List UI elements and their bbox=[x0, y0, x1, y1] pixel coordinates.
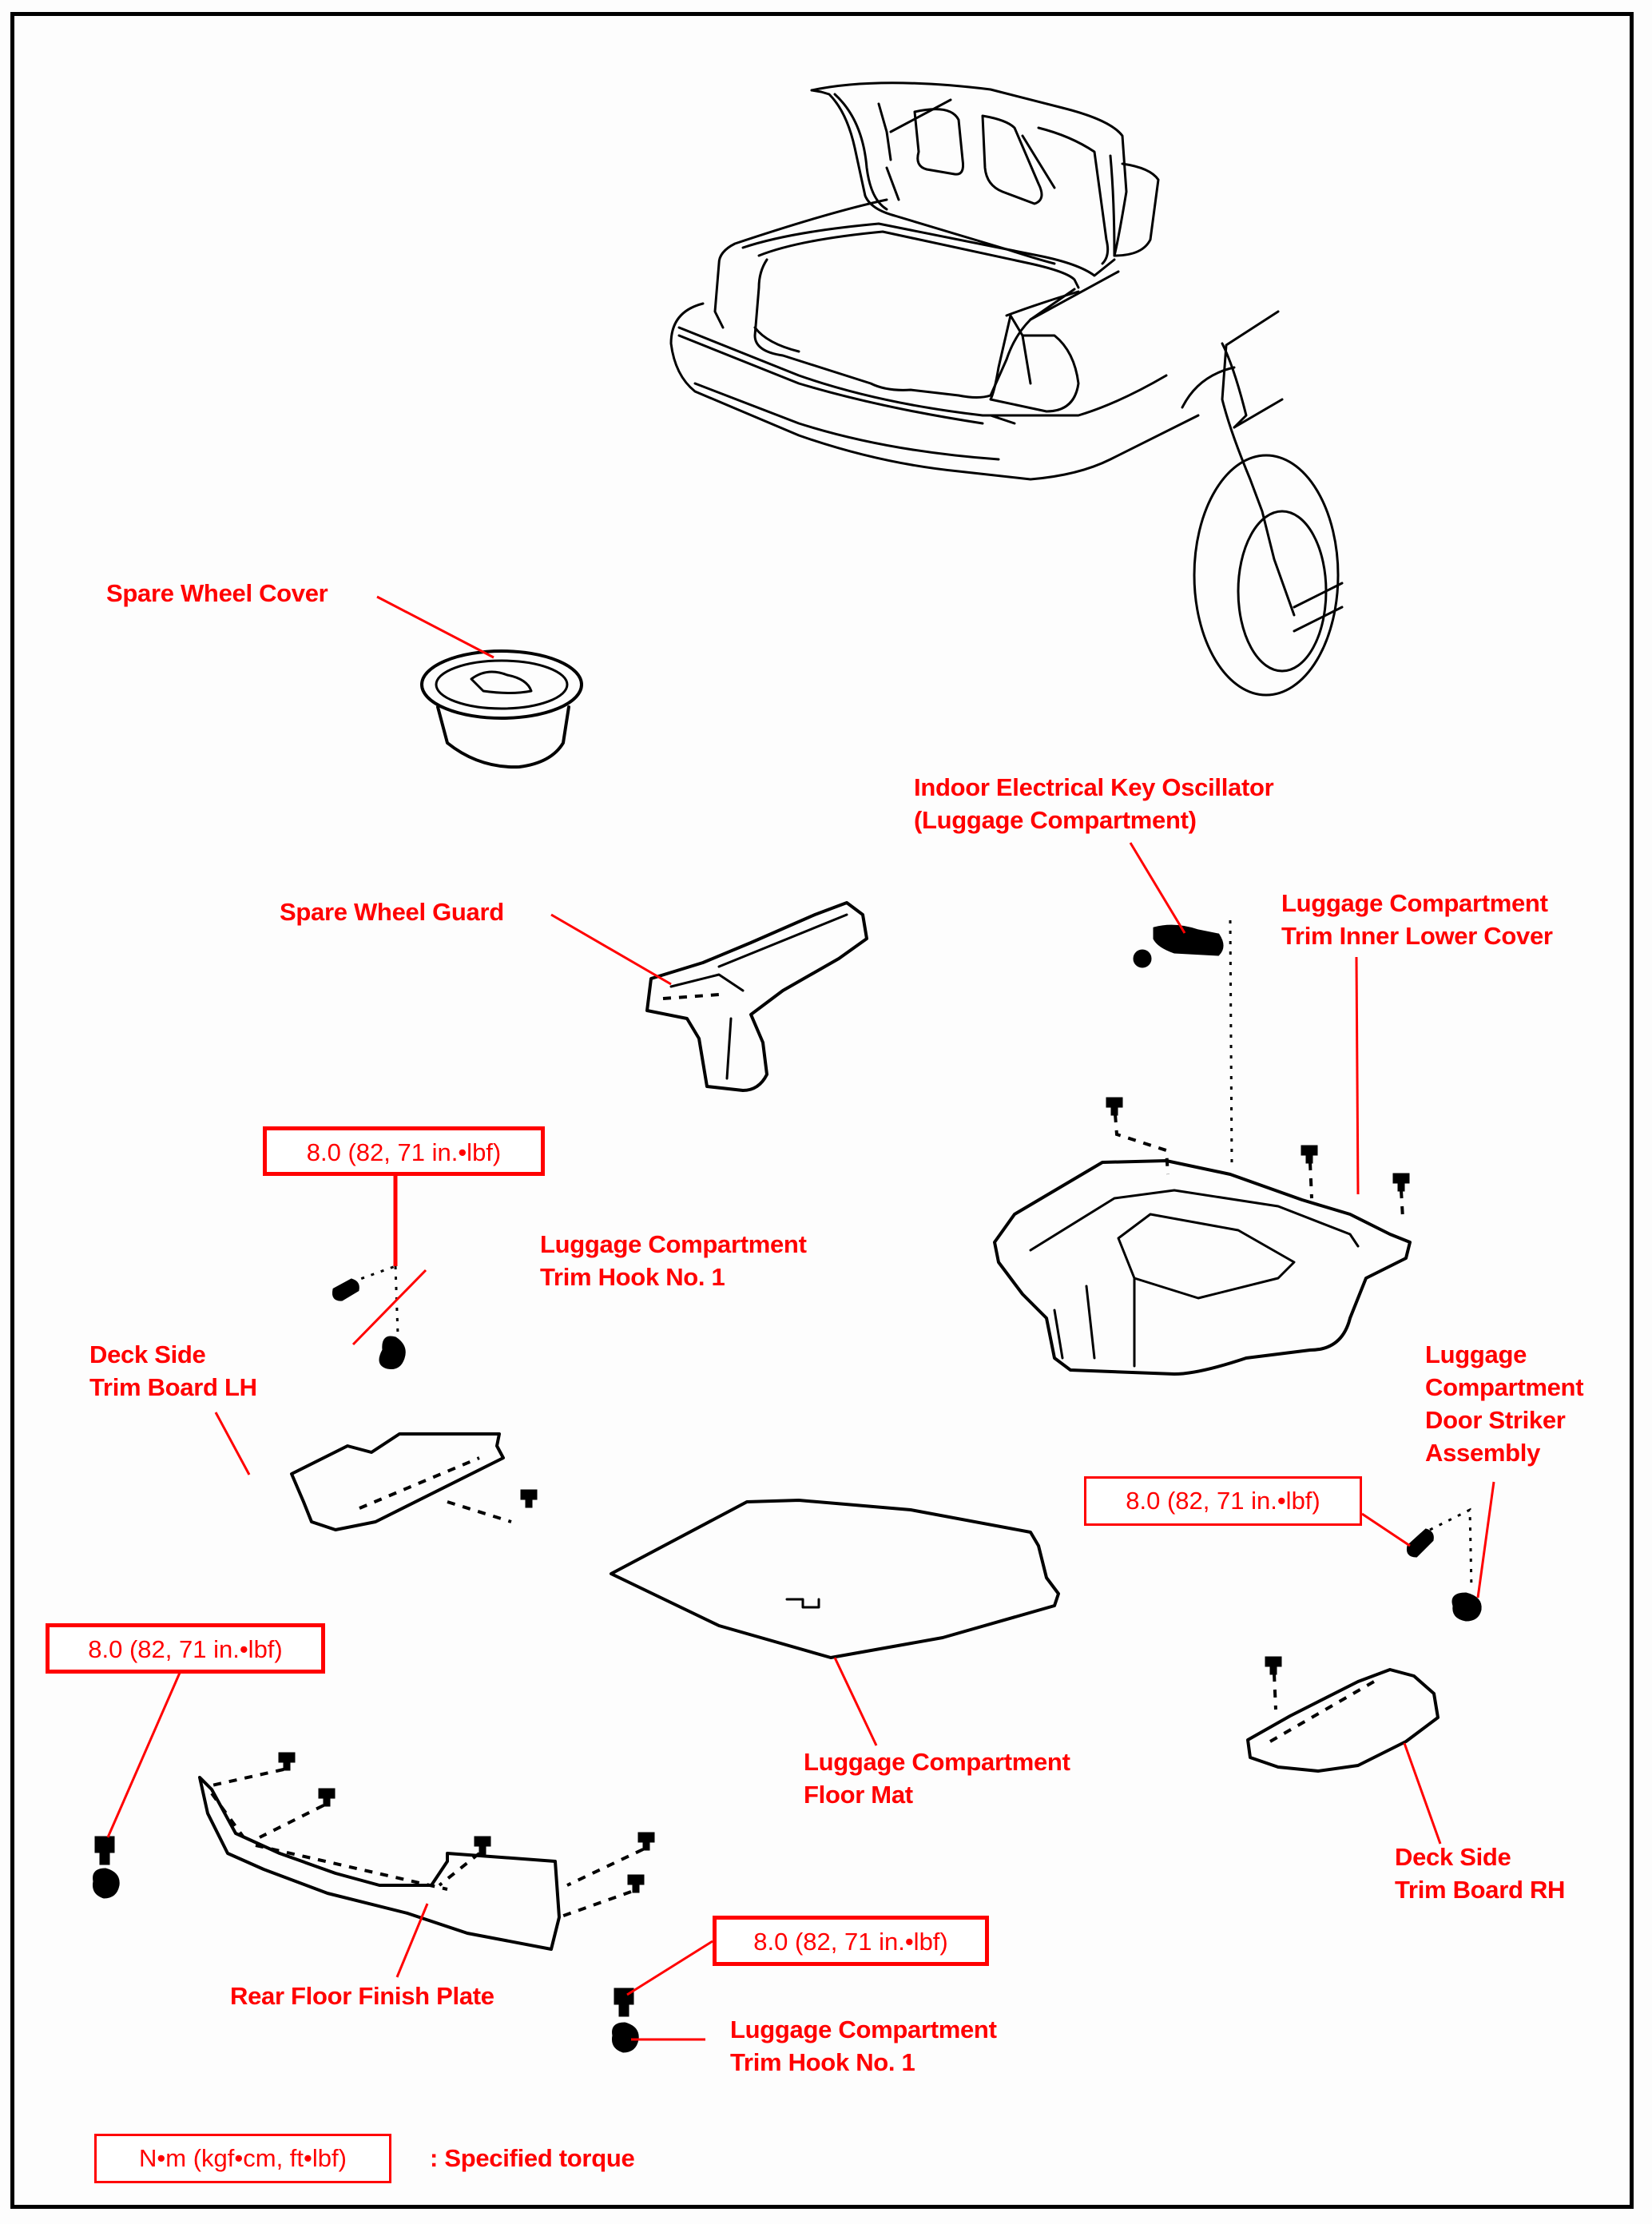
label-line: Trim Hook No. 1 bbox=[540, 1263, 725, 1291]
label-line: Deck Side bbox=[89, 1340, 206, 1368]
label-line: Indoor Electrical Key Oscillator bbox=[914, 773, 1274, 801]
leader-lines bbox=[106, 595, 1495, 2041]
label-line: Trim Board RH bbox=[1395, 1876, 1566, 1904]
trim-inner-lower-cover-illustration bbox=[993, 1097, 1412, 1376]
label-spare-wheel-guard: Spare Wheel Guard bbox=[280, 898, 504, 926]
leader-deck-side-rh bbox=[1403, 1742, 1442, 1845]
label-line: Luggage bbox=[1425, 1340, 1527, 1368]
leader-torque-lower bbox=[626, 1940, 713, 1996]
leader-spare-wheel-cover bbox=[376, 595, 494, 659]
leader-key-oscillator bbox=[1129, 842, 1186, 934]
label-line: Assembly bbox=[1425, 1439, 1541, 1467]
label-line: (Luggage Compartment) bbox=[914, 806, 1197, 834]
label-line: Luggage Compartment bbox=[804, 1748, 1070, 1776]
label-line: Deck Side bbox=[1395, 1843, 1511, 1871]
label-trim-inner-lower-cover: Luggage Compartment Trim Inner Lower Cov… bbox=[1281, 887, 1553, 952]
diagram-frame bbox=[10, 12, 1634, 2209]
label-line: Luggage Compartment bbox=[1281, 889, 1548, 917]
label-door-striker-assembly: Luggage Compartment Door Striker Assembl… bbox=[1425, 1338, 1584, 1469]
label-deck-side-trim-board-lh: Deck Side Trim Board LH bbox=[89, 1338, 257, 1404]
torque-spec-trim-hook-upper: 8.0 (82, 71 in.•lbf) bbox=[263, 1126, 545, 1176]
leader-torque-left bbox=[106, 1672, 181, 1838]
trim-hook-upper-illustration bbox=[332, 1265, 406, 1369]
label-deck-side-trim-board-rh: Deck Side Trim Board RH bbox=[1395, 1841, 1565, 1906]
leader-door-striker bbox=[1476, 1481, 1495, 1598]
label-spare-wheel-cover: Spare Wheel Cover bbox=[106, 579, 328, 607]
label-trim-hook-lower: Luggage Compartment Trim Hook No. 1 bbox=[730, 2013, 997, 2079]
key-oscillator-illustration bbox=[1133, 919, 1233, 1167]
label-indoor-key-oscillator: Indoor Electrical Key Oscillator (Luggag… bbox=[914, 771, 1274, 836]
deck-side-trim-board-rh-illustration bbox=[1246, 1656, 1440, 1773]
label-line: Luggage Compartment bbox=[540, 1230, 807, 1258]
spare-wheel-guard-illustration bbox=[645, 901, 868, 1092]
spare-wheel-cover-illustration bbox=[420, 649, 583, 769]
label-trim-hook-upper: Luggage Compartment Trim Hook No. 1 bbox=[540, 1228, 807, 1293]
label-line: Trim Hook No. 1 bbox=[730, 2048, 915, 2076]
label-line: Trim Board LH bbox=[89, 1373, 257, 1401]
torque-spec-door-striker: 8.0 (82, 71 in.•lbf) bbox=[1084, 1476, 1362, 1526]
trim-hook-lower-illustration bbox=[612, 1988, 639, 2053]
label-line: Luggage Compartment bbox=[730, 2016, 997, 2043]
label-floor-mat: Luggage Compartment Floor Mat bbox=[804, 1745, 1070, 1811]
trim-hook-left-illustration bbox=[93, 1836, 120, 1899]
label-line: Door Striker bbox=[1425, 1406, 1566, 1434]
torque-spec-trim-hook-left: 8.0 (82, 71 in.•lbf) bbox=[46, 1623, 325, 1674]
leader-trim-hook-upper bbox=[351, 1269, 427, 1346]
label-line: Compartment bbox=[1425, 1373, 1584, 1401]
door-striker-illustration bbox=[1407, 1507, 1482, 1622]
vehicle-rear-body bbox=[669, 81, 1344, 697]
leader-trim-inner-lower-cover bbox=[1355, 956, 1360, 1195]
torque-spec-trim-hook-lower: 8.0 (82, 71 in.•lbf) bbox=[713, 1916, 989, 1966]
leader-floor-mat bbox=[833, 1657, 878, 1746]
leader-spare-wheel-guard bbox=[550, 913, 672, 986]
legend-description: : Specified torque bbox=[430, 2144, 635, 2172]
leader-deck-side-lh bbox=[214, 1412, 251, 1475]
leader-torque-striker bbox=[1361, 1512, 1411, 1547]
rear-floor-finish-plate-illustration bbox=[198, 1752, 655, 1951]
label-line: Trim Inner Lower Cover bbox=[1281, 922, 1553, 950]
leader-rear-floor-plate bbox=[395, 1903, 429, 1978]
legend-unit-box: N•m (kgf•cm, ft•lbf) bbox=[94, 2134, 391, 2183]
label-line: Floor Mat bbox=[804, 1781, 913, 1809]
floor-mat-illustration bbox=[610, 1499, 1060, 1659]
label-rear-floor-finish-plate: Rear Floor Finish Plate bbox=[230, 1982, 494, 2010]
deck-side-trim-board-lh-illustration bbox=[290, 1432, 538, 1531]
